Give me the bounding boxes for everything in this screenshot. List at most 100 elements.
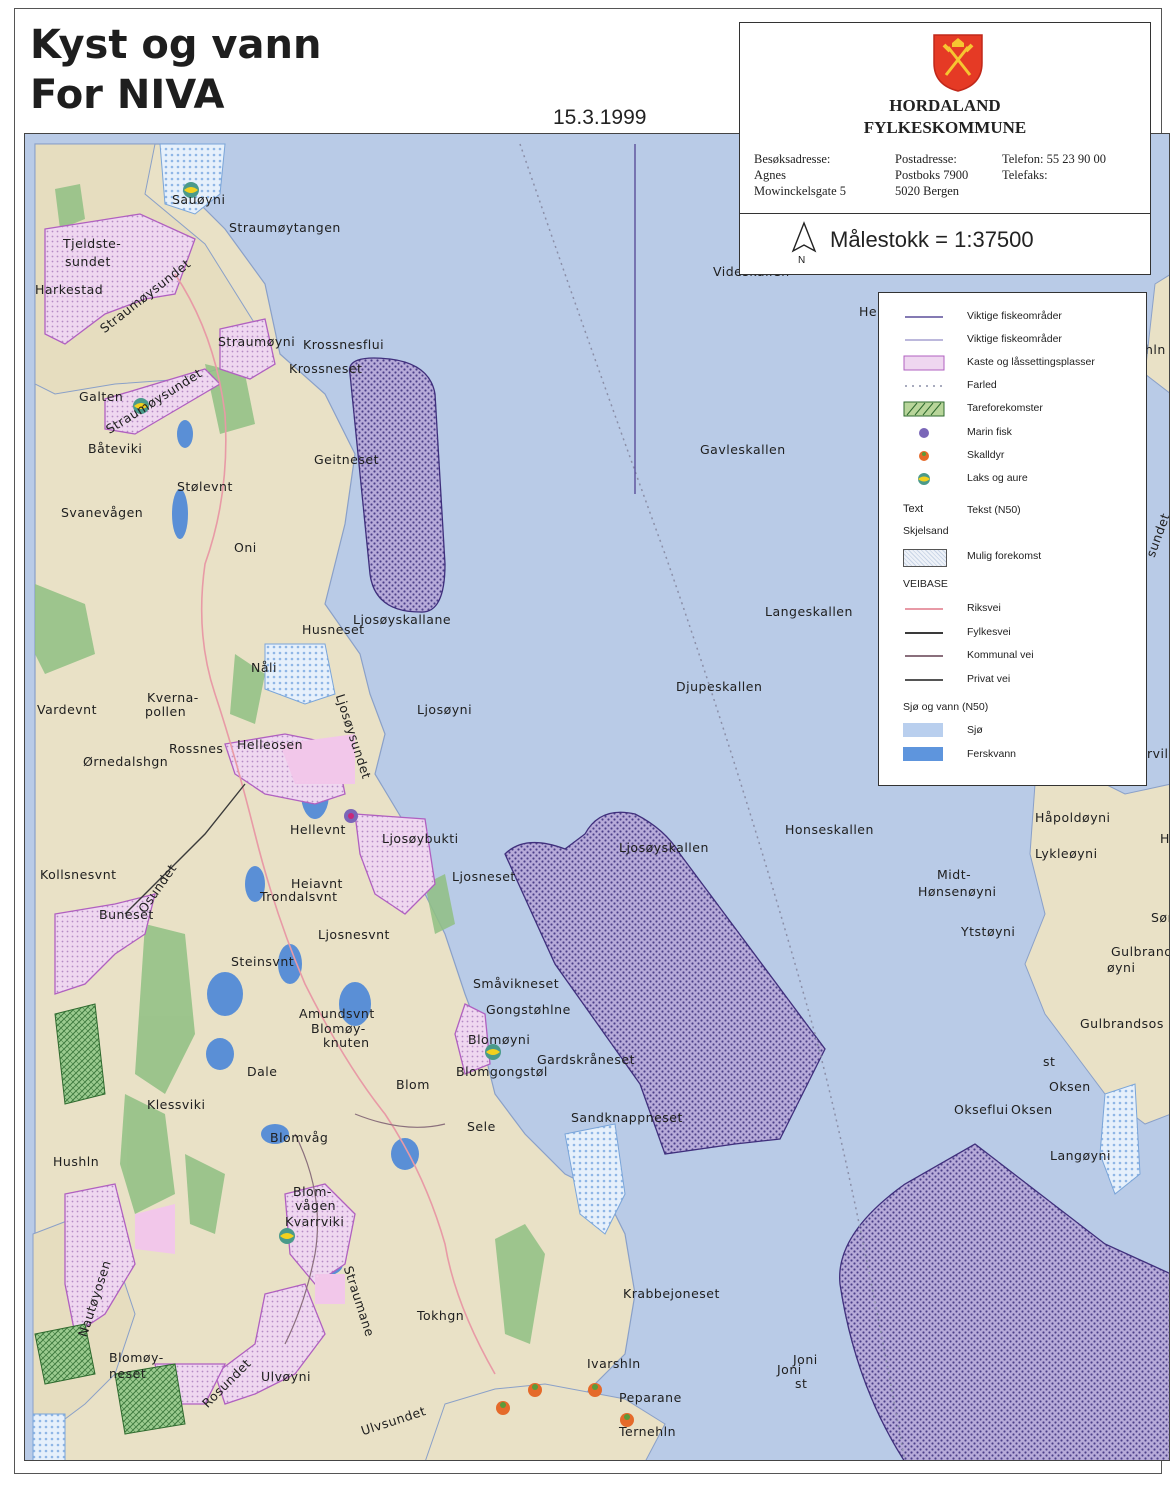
place-label: Oksen xyxy=(1049,1079,1091,1094)
salmon-marker-icon xyxy=(132,397,150,415)
place-label: Hå xyxy=(1160,831,1170,846)
salmon-marker-icon xyxy=(278,1227,296,1245)
place-label: øyni xyxy=(1107,960,1136,975)
place-label: Hellevnt xyxy=(290,822,346,837)
land-south-islands xyxy=(425,1383,666,1460)
shipping-lane xyxy=(519,143,906,1460)
shellfish-marker-icon xyxy=(586,1381,604,1399)
legend-item: Skalldyr xyxy=(879,446,1146,466)
place-label: Svanevågen xyxy=(61,505,144,520)
place-label: Rossnes xyxy=(169,741,224,756)
legend-item-label: Skalldyr xyxy=(967,449,1005,461)
place-label: sundet xyxy=(65,254,111,269)
place-label: Joni xyxy=(777,1362,802,1377)
place-label: Okseflui xyxy=(954,1102,1009,1117)
place-label: vågen xyxy=(295,1198,337,1213)
place-label: Hushln xyxy=(53,1154,100,1169)
place-label: Blomøyni xyxy=(468,1032,531,1047)
legend-item-label: Tareforekomster xyxy=(967,402,1043,414)
legend-item: Marin fisk xyxy=(879,423,1146,443)
place-label: Oksen xyxy=(1011,1102,1053,1117)
place-label: Ytstøyni xyxy=(961,924,1016,939)
scale-text: Målestokk = 1:37500 xyxy=(830,227,1034,252)
place-label: Ørnedalshgn xyxy=(83,754,169,769)
salmon-marker-icon xyxy=(182,181,200,199)
place-label: Kvarrviki xyxy=(285,1214,345,1229)
place-label: Gongstøhlne xyxy=(486,1002,571,1017)
legend-water-item: Sjø xyxy=(879,721,1146,741)
place-label: Krabbejoneset xyxy=(623,1286,720,1301)
legend-road-label: Riksvei xyxy=(967,602,1001,614)
place-label: Småvikneset xyxy=(473,976,560,991)
place-label: Blomgongstøl xyxy=(456,1064,548,1079)
legend-road-swatch xyxy=(903,601,945,617)
place-label: Båteviki xyxy=(88,441,143,456)
place-label: Dale xyxy=(247,1064,278,1079)
place-label: Krossnesflui xyxy=(303,337,385,352)
place-label: Vardevnt xyxy=(37,702,98,717)
title-line-1: Kyst og vann xyxy=(30,22,322,68)
legend-skalldyr-icon xyxy=(919,451,929,461)
phone-number: Telefon: 55 23 90 00 xyxy=(1002,152,1106,166)
place-label: Geitneset xyxy=(314,452,379,467)
legend-text-label: Tekst (N50) xyxy=(967,504,1021,516)
road-line-icon xyxy=(905,678,943,681)
place-label: Tjeldste- xyxy=(63,236,122,251)
place-label: neset xyxy=(109,1366,147,1381)
place-label: Ljosneset xyxy=(452,869,516,884)
visit-line-1: Agnes xyxy=(754,168,786,182)
place-label: Trondalsvnt xyxy=(260,889,338,904)
coat-of-arms-icon xyxy=(933,34,983,92)
place-label: Langeskallen xyxy=(765,604,853,619)
legend-pink-area-icon xyxy=(903,355,945,371)
place-label: Gavleskallen xyxy=(700,442,786,457)
place-label: Sør xyxy=(1151,910,1169,925)
place-label: Steinsvnt xyxy=(231,954,295,969)
legend-item-label: Viktige fiskeområder xyxy=(967,310,1062,322)
legend-road-swatch xyxy=(903,625,945,641)
visit-address: Besøksadresse: Agnes Mowinckelsgate 5 xyxy=(754,151,846,199)
legend-water-heading: Sjø og vann (N50) xyxy=(903,701,989,713)
legend-road-item: Privat vei xyxy=(879,670,1146,690)
legend-swatch xyxy=(903,448,945,464)
place-label: Buneset xyxy=(99,907,154,922)
marine-fish-marker-icon xyxy=(342,807,360,825)
place-label: st xyxy=(1043,1054,1056,1069)
legend-item-label: Marin fisk xyxy=(967,426,1012,438)
legend-item: Tareforekomster xyxy=(879,399,1146,419)
legend-item: Viktige fiskeområder xyxy=(879,330,1146,350)
kaste-zones xyxy=(44,213,491,1405)
org-line-2: FYLKESKOMMUNE xyxy=(863,118,1027,137)
place-label: Hønsenøyni xyxy=(918,884,997,899)
place-label: Stølevnt xyxy=(177,479,233,494)
place-label: Heiavnt xyxy=(291,876,343,891)
fax-number: Telefaks: xyxy=(1002,168,1048,182)
legend-water-swatch xyxy=(903,747,943,761)
title-line-2: For NIVA xyxy=(30,72,225,118)
place-label: Ljosøyni xyxy=(417,702,473,717)
roads xyxy=(124,273,496,1375)
legend-item: Viktige fiskeområder xyxy=(879,307,1146,327)
legend-text-symbol: Text xyxy=(903,503,924,515)
place-label: Gardskråneset xyxy=(537,1052,635,1067)
place-label: Langøyni xyxy=(1050,1148,1111,1163)
place-label: Honseskallen xyxy=(785,822,874,837)
road-line-icon xyxy=(905,631,943,634)
place-label: Helleosen xyxy=(237,737,303,752)
legend-skjelsand-label: Mulig forekomst xyxy=(967,550,1042,562)
legend-laks-icon xyxy=(918,473,930,485)
place-label: hln xyxy=(1145,342,1166,357)
place-label: Blomøy- xyxy=(109,1350,164,1365)
place-label: Ljosøyskallane xyxy=(353,612,452,627)
legend-swatch xyxy=(903,378,945,394)
place-label: Kverna- xyxy=(147,690,199,705)
place-label: Ternehln xyxy=(619,1424,677,1439)
contact-info: Telefon: 55 23 90 00 Telefaks: xyxy=(1002,151,1106,183)
legend-swatch xyxy=(903,425,945,441)
place-label: Håpoldøyni xyxy=(1035,810,1111,825)
place-label: pollen xyxy=(145,704,187,719)
shellfish-marker-icon xyxy=(526,1381,544,1399)
legend-skjelsand-swatch xyxy=(903,549,947,567)
